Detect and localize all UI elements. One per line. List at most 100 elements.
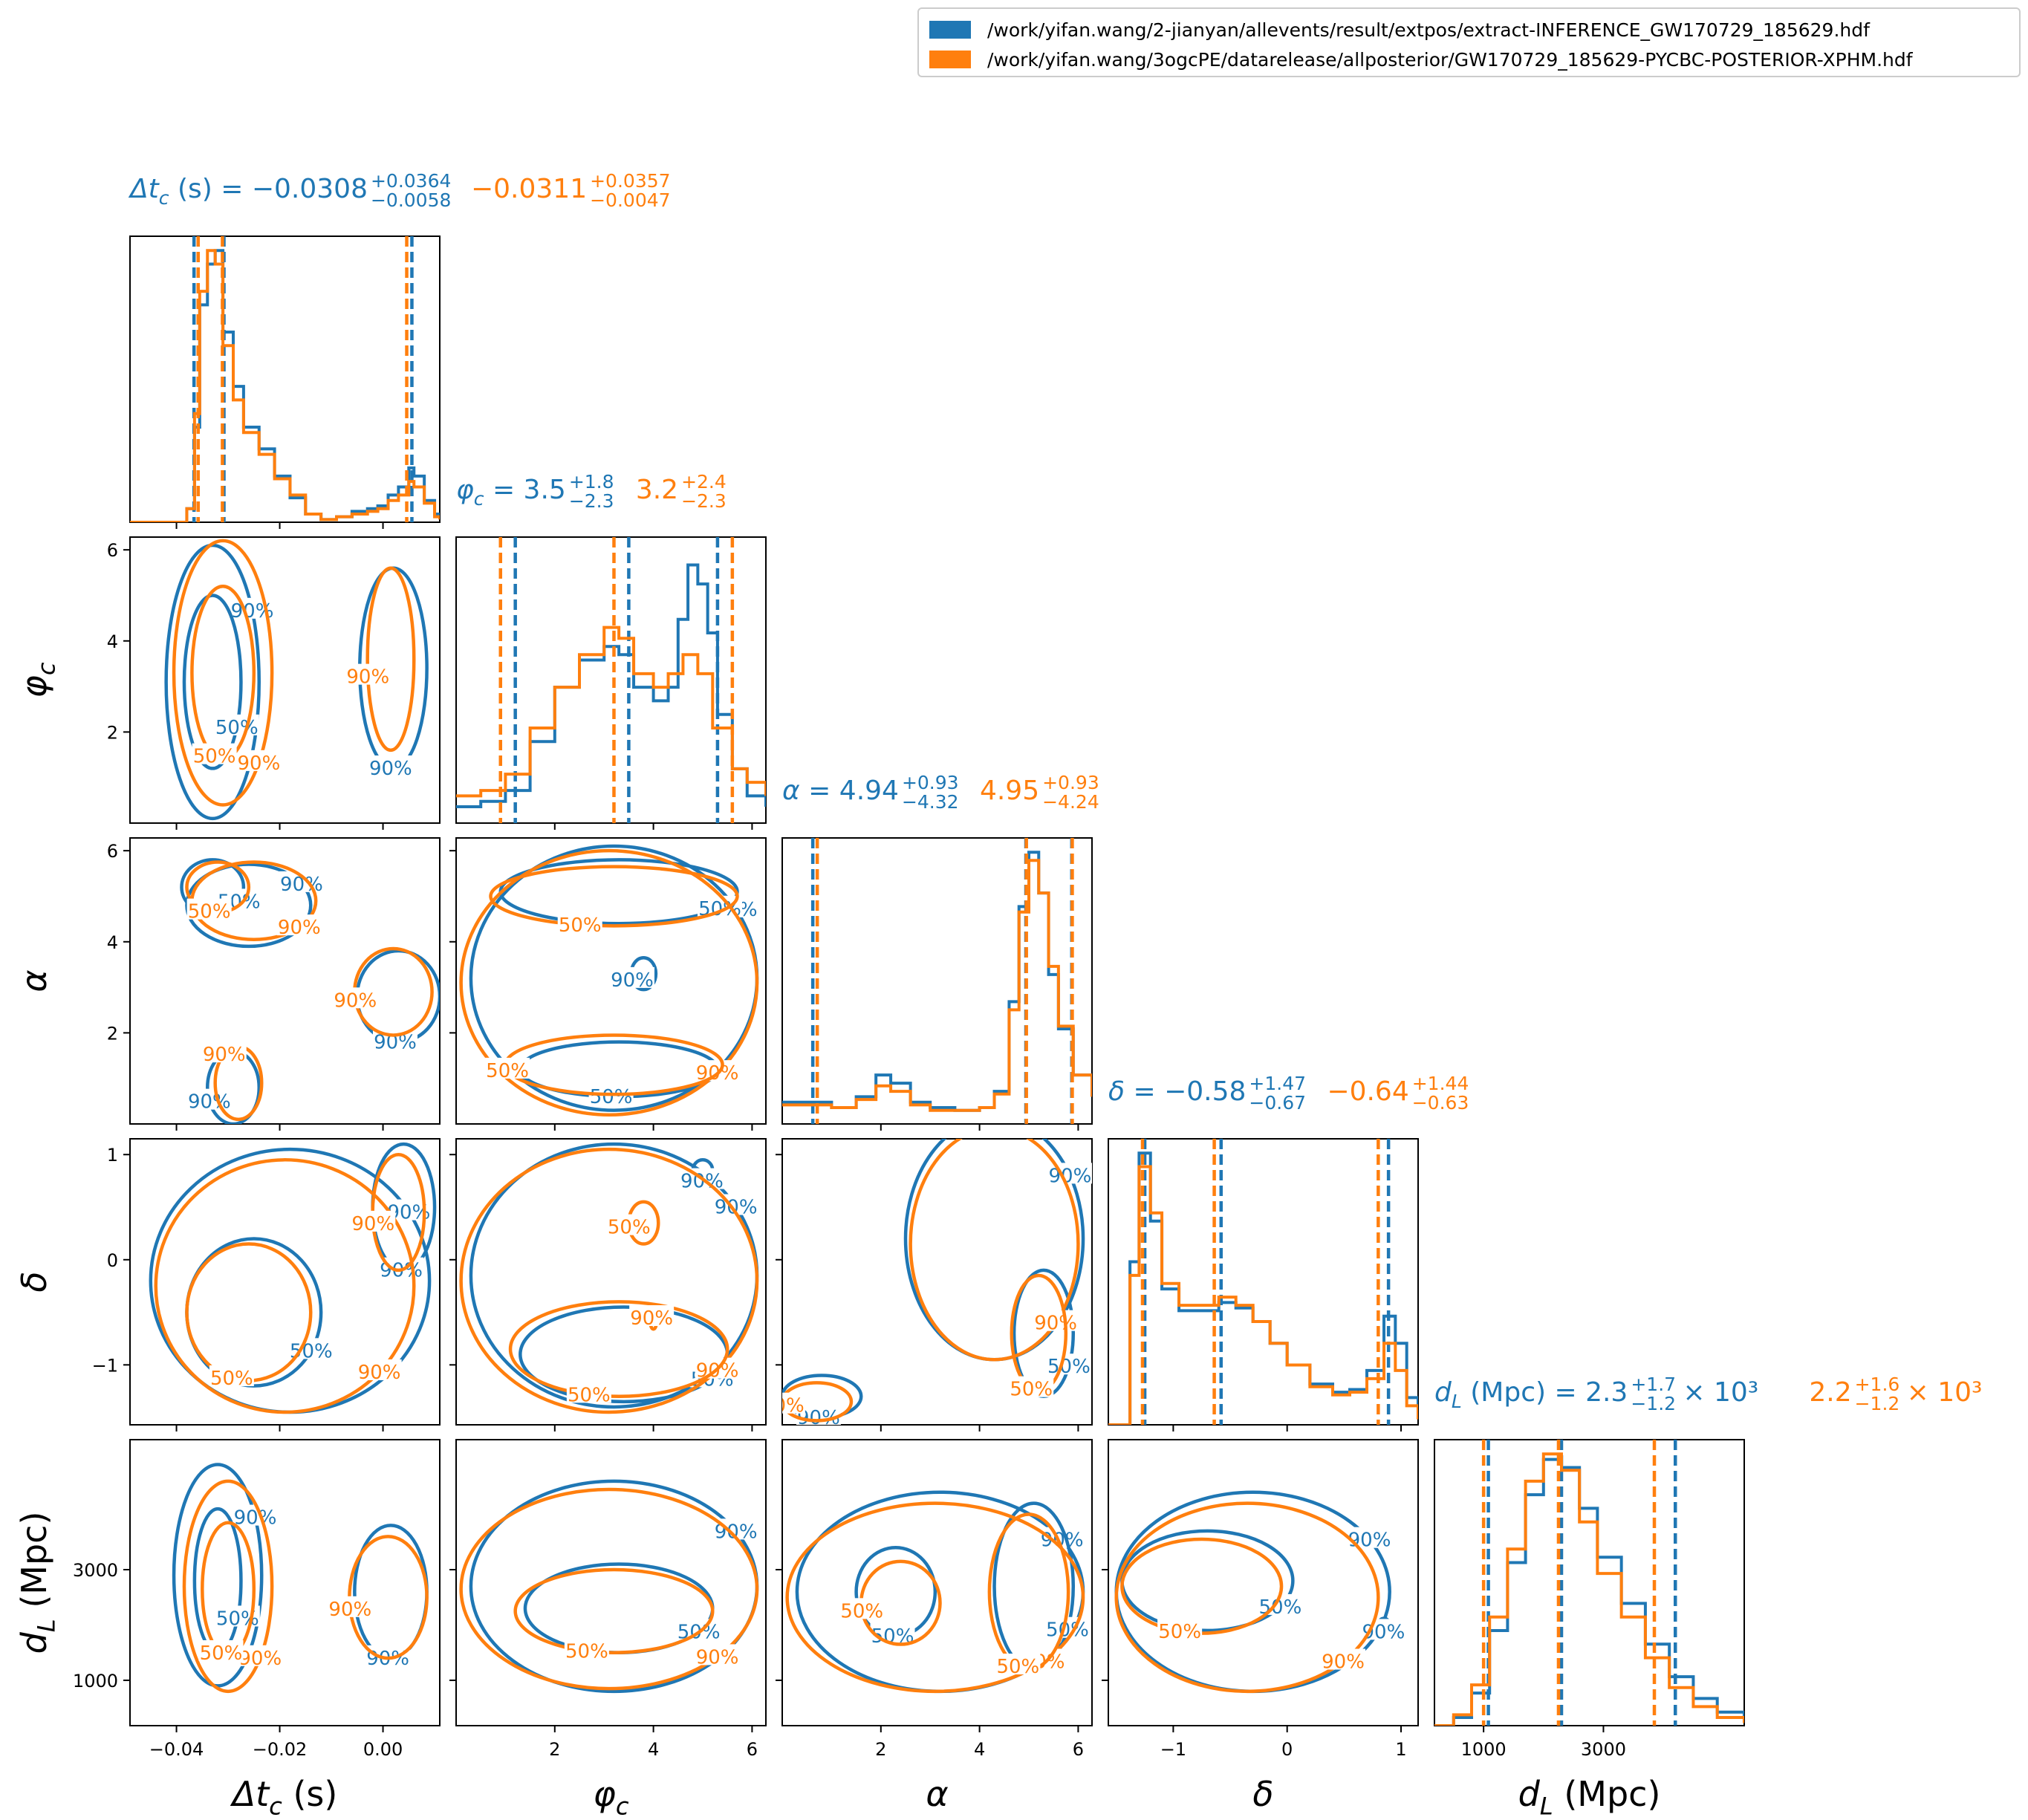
contour-orange-50pct bbox=[489, 865, 739, 928]
y-tick-label: 6 bbox=[107, 540, 118, 561]
contour-label: 90% bbox=[358, 1362, 401, 1384]
contour-label: 50% bbox=[840, 1600, 883, 1622]
panel-frame bbox=[455, 536, 767, 824]
x-tick-label: 1000 bbox=[1461, 1739, 1507, 1760]
contour-blue-90pct bbox=[172, 1463, 264, 1688]
contour-label: 90% bbox=[334, 989, 377, 1012]
x-tick-label: 3000 bbox=[1581, 1739, 1626, 1760]
contour-orange-90pct bbox=[459, 848, 759, 1117]
y-tick-label: 6 bbox=[107, 841, 118, 862]
legend-swatch-orange bbox=[929, 51, 971, 68]
title-err-plus-blue: +1.8 bbox=[569, 471, 614, 493]
contour-label: 90% bbox=[203, 1044, 246, 1066]
contour-label: 90% bbox=[346, 666, 389, 689]
contour-label: 50% bbox=[996, 1656, 1039, 1678]
contour-label: 50% bbox=[608, 1217, 651, 1239]
contour-label: 50% bbox=[200, 1642, 243, 1665]
x-tick-label: −1 bbox=[1160, 1739, 1186, 1760]
title-exp-orange: × 10³ bbox=[1907, 1377, 1983, 1408]
contour-label: 90% bbox=[1322, 1651, 1365, 1674]
title-err-minus-blue: −0.67 bbox=[1249, 1092, 1306, 1114]
contour-label: 90% bbox=[761, 1395, 805, 1417]
x-tick-label: 0.00 bbox=[363, 1739, 403, 1760]
contour-label: 90% bbox=[369, 758, 412, 780]
title-err-plus-orange: +1.6 bbox=[1855, 1374, 1900, 1395]
contour-label: 50% bbox=[290, 1340, 333, 1362]
axis-label-text: φc bbox=[14, 662, 61, 698]
contour-label: 90% bbox=[611, 969, 654, 992]
title-median-orange: −0.64 bbox=[1327, 1076, 1408, 1107]
legend-label-blue: /work/yifan.wang/2-jianyan/allevents/res… bbox=[987, 19, 1870, 41]
contour-orange-90pct bbox=[365, 566, 416, 753]
x-tick-label: 6 bbox=[747, 1739, 758, 1760]
panel-frame bbox=[129, 837, 441, 1125]
axis-label-text: dL (Mpc) bbox=[1518, 1774, 1661, 1820]
contour-label: 50% bbox=[568, 1384, 611, 1406]
contour-label: 90% bbox=[234, 1507, 277, 1530]
panel-title-phic: φc = 3.5 bbox=[456, 475, 566, 510]
contour-label: 90% bbox=[696, 1646, 739, 1668]
title-median-orange: 4.95 bbox=[980, 776, 1039, 806]
contour-orange-50pct bbox=[185, 1242, 313, 1382]
contour-label: 50% bbox=[210, 1368, 253, 1390]
contour-panel-phic-delta: 90%50%90%90%50%50%90% bbox=[455, 1138, 767, 1426]
contour-blue-90pct bbox=[164, 543, 261, 821]
x-tick-label: 4 bbox=[974, 1739, 985, 1760]
axis-label-text: α bbox=[926, 1774, 948, 1814]
panel-frame bbox=[781, 837, 1093, 1125]
contour-panel-phic-dl: 90%50%90%50% bbox=[455, 1439, 767, 1726]
contour-orange-90pct bbox=[459, 1147, 759, 1414]
x-tick-label: −0.02 bbox=[253, 1739, 308, 1760]
y-tick-label: 1 bbox=[107, 1145, 118, 1166]
contour-blue-90pct bbox=[185, 862, 313, 949]
title-err-minus-blue: −1.2 bbox=[1631, 1393, 1676, 1414]
hist-orange-alpha bbox=[782, 859, 1092, 1112]
contour-panel-phic-alpha: 90%50%50%90%90%50%50% bbox=[455, 837, 767, 1125]
legend-label-orange: /work/yifan.wang/3ogcPE/datarelease/allp… bbox=[987, 48, 1913, 71]
contour-label: 90% bbox=[278, 917, 321, 939]
contour-label: 90% bbox=[1034, 1313, 1077, 1335]
axis-label-text: Δtc (s) bbox=[230, 1774, 338, 1820]
y-tick-label: 1000 bbox=[73, 1671, 118, 1691]
title-err-minus-orange: −0.63 bbox=[1412, 1092, 1469, 1114]
contour-orange-50pct bbox=[987, 1512, 1070, 1671]
panel-title-delta: δ = −0.58 bbox=[1108, 1076, 1246, 1107]
contour-label: 50% bbox=[193, 746, 236, 768]
hist-orange-dl bbox=[1434, 1452, 1744, 1726]
contour-label: 50% bbox=[1010, 1379, 1053, 1401]
hist-blue-phic bbox=[456, 563, 766, 809]
y-tick-label: 3000 bbox=[73, 1560, 118, 1581]
contour-panel-dtc-delta: 90%50%90%90%50%90% bbox=[129, 1138, 441, 1426]
contour-panel-alpha-dl: 90%50%50%90%50%50% bbox=[781, 1439, 1093, 1726]
title-err-plus-blue: +1.47 bbox=[1249, 1073, 1306, 1094]
hist-orange-delta bbox=[1108, 1165, 1418, 1425]
panel-frame bbox=[455, 1138, 767, 1426]
contour-panel-dtc-phic: 90%50%90%90%50%90% bbox=[129, 536, 441, 824]
panel-frame bbox=[129, 235, 441, 523]
contour-orange-90pct bbox=[172, 539, 274, 807]
x-tick-label: 4 bbox=[648, 1739, 659, 1760]
contour-panel-delta-dl: 90%50%90%90%50% bbox=[1108, 1439, 1419, 1726]
hist-orange-dtc bbox=[130, 249, 440, 522]
contour-label: 50% bbox=[188, 901, 231, 923]
x-tick-label: −0.04 bbox=[149, 1739, 204, 1760]
contour-panel-dtc-alpha: 90%50%90%90%90%50%90%90% bbox=[129, 837, 441, 1125]
contour-label: 90% bbox=[630, 1307, 673, 1330]
title-err-minus-blue: −4.32 bbox=[902, 791, 959, 813]
axis-label-text: δ bbox=[1252, 1774, 1273, 1814]
hist-blue-dtc bbox=[130, 249, 440, 522]
panel-frame bbox=[781, 1439, 1093, 1726]
hist-blue-delta bbox=[1108, 1151, 1418, 1425]
hist-orange-phic bbox=[456, 625, 766, 798]
x-tick-label: 2 bbox=[875, 1739, 886, 1760]
y-tick-label: 4 bbox=[107, 631, 118, 652]
title-err-plus-blue: +1.7 bbox=[1631, 1374, 1676, 1395]
legend-entry-orange: /work/yifan.wang/3ogcPE/datarelease/allp… bbox=[929, 46, 1913, 73]
contour-orange-50pct bbox=[513, 1567, 715, 1654]
panel-frame bbox=[129, 536, 441, 824]
panel-title-dtc: Δtc (s) = −0.0308 bbox=[128, 174, 368, 209]
contour-orange-50pct bbox=[201, 1521, 256, 1657]
axis-label-text: α bbox=[14, 969, 54, 992]
contour-label: 50% bbox=[215, 717, 259, 739]
